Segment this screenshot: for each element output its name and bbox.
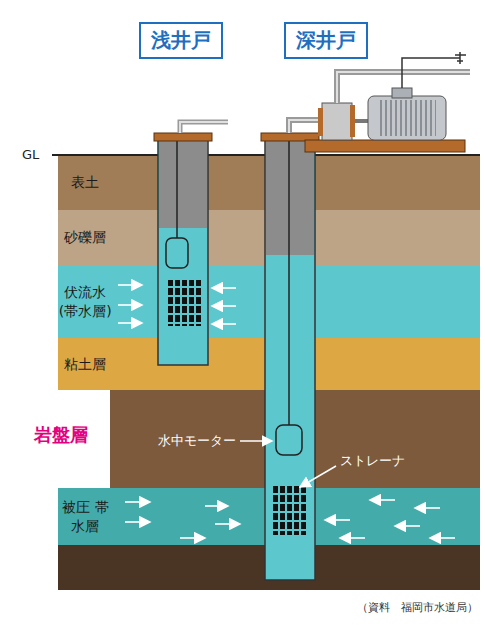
layer-label: 粘土層 <box>58 355 113 374</box>
source-caption: （資料 福岡市水道局） <box>357 600 478 615</box>
layer-label: 伏流水 (帯水層) <box>58 283 113 321</box>
well-title: 深井戸 <box>296 28 356 52</box>
layer-label: 岩盤層 <box>34 423 88 447</box>
well-title-box: 深井戸 <box>284 22 368 59</box>
callout-label: 水中モーター <box>158 432 236 450</box>
layer-label: 砂礫層 <box>58 228 113 247</box>
well-title-box: 浅井戸 <box>139 22 223 59</box>
layer-label: 被圧 帯水層 <box>58 498 113 536</box>
callout-label: ストレーナ <box>340 452 405 470</box>
well-title: 浅井戸 <box>151 28 211 52</box>
ground-level-label: GL <box>22 147 39 162</box>
layer-label: 表土 <box>58 173 113 192</box>
